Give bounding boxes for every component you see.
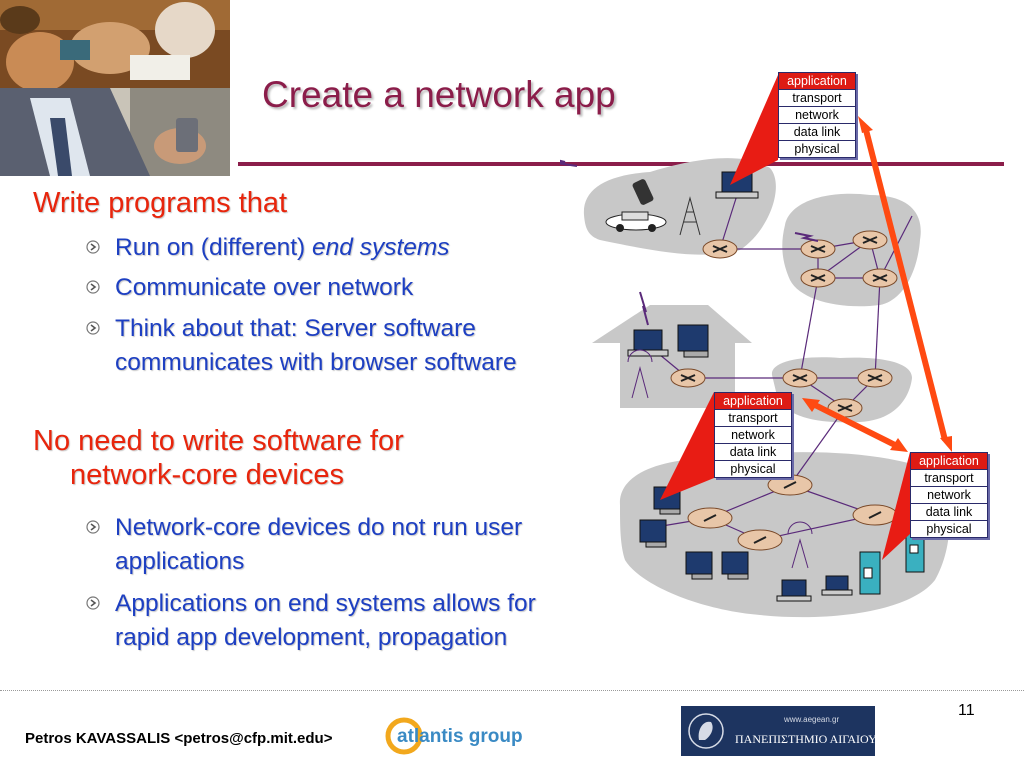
title-underline bbox=[238, 162, 1004, 166]
stack-callout-top bbox=[730, 75, 778, 185]
photo-businessman bbox=[0, 88, 230, 176]
layer-physical: physical bbox=[911, 520, 987, 537]
layer-application: application bbox=[715, 393, 791, 409]
institution-wireless-icon bbox=[787, 521, 813, 569]
page-number: 11 bbox=[958, 702, 975, 719]
wireless-ap-icon bbox=[627, 349, 653, 399]
home-desktop-icon bbox=[677, 324, 709, 358]
cell-phone-icon bbox=[632, 179, 654, 205]
router-icons bbox=[670, 230, 898, 551]
university-url: www.aegean.gr bbox=[784, 715, 840, 724]
sub-bullet-communicate-text: Communicate over network bbox=[115, 274, 414, 301]
arrow-bullet-icon bbox=[86, 321, 100, 335]
stack-callout-middle bbox=[660, 392, 714, 500]
layer-network: network bbox=[715, 426, 791, 443]
layer-application: application bbox=[911, 453, 987, 469]
end-systems-emphasis: end systems bbox=[312, 234, 450, 261]
author-credit: Petros KAVASSALIS <petros@cfp.mit.edu> bbox=[25, 730, 333, 747]
atlantis-group-logo: atlantis group bbox=[397, 726, 523, 747]
layer-data-link: data link bbox=[911, 503, 987, 520]
sub-bullet-rapid-dev: Applications on end systems allows for r… bbox=[86, 587, 546, 655]
home-network-house bbox=[592, 305, 752, 408]
sub-bullet-end-systems: Run on (different) end systems bbox=[86, 231, 546, 265]
layer-network: network bbox=[911, 486, 987, 503]
slide-title: Create a network app bbox=[262, 74, 616, 115]
arrow-bullet-icon bbox=[86, 520, 100, 534]
sub-bullet-server-software: Think about that: Server software commun… bbox=[86, 312, 546, 380]
layer-data-link: data link bbox=[779, 123, 855, 140]
arrowhead-mid-left bbox=[802, 398, 820, 412]
layer-application: application bbox=[779, 73, 855, 89]
arrowhead-mid-right bbox=[890, 438, 908, 452]
footer-divider bbox=[0, 690, 1024, 691]
university-name: ΠΑΝΕΠΙΣΤΗΜΙΟ ΑΙΓΑΙΟΥ bbox=[735, 732, 877, 746]
arrow-bullet-icon bbox=[86, 280, 100, 294]
arrowhead-top bbox=[858, 116, 873, 133]
cell-tower-icon bbox=[679, 196, 701, 236]
protocol-stack-middle: application transport network data link … bbox=[714, 392, 792, 478]
sub-bullet-communicate: Communicate over network bbox=[86, 271, 546, 305]
arrowhead-bottom-right bbox=[940, 436, 952, 452]
layer-network: network bbox=[779, 106, 855, 123]
lightning-icon bbox=[560, 159, 819, 326]
sub-bullet-end-systems-text: Run on (different) bbox=[115, 234, 313, 261]
layer-data-link: data link bbox=[715, 443, 791, 460]
university-logo bbox=[681, 706, 875, 756]
photo-meeting bbox=[0, 0, 230, 88]
layer-physical: physical bbox=[779, 140, 855, 157]
atlantis-logo-icon bbox=[385, 717, 423, 755]
protocol-stack-right: application transport network data link … bbox=[910, 452, 988, 538]
bullet-no-need-core-line1: No need to write software for bbox=[33, 425, 404, 457]
sub-bullet-server-software-text: Think about that: Server software commun… bbox=[115, 315, 517, 376]
bullet-no-need-core-line2: network-core devices bbox=[70, 459, 344, 491]
institution-laptop-icons bbox=[776, 575, 853, 602]
sub-bullet-core-devices: Network-core devices do not run user app… bbox=[86, 511, 546, 579]
sub-bullet-rapid-dev-text: Applications on end systems allows for r… bbox=[115, 590, 536, 651]
server-rack-icon bbox=[859, 529, 925, 595]
layer-transport: transport bbox=[779, 89, 855, 106]
stack-callout-right bbox=[882, 452, 910, 560]
layer-transport: transport bbox=[715, 409, 791, 426]
sub-bullet-core-devices-text: Network-core devices do not run user app… bbox=[115, 514, 523, 575]
network-diagram bbox=[560, 75, 952, 618]
layer-physical: physical bbox=[715, 460, 791, 477]
arrow-bullet-icon bbox=[86, 596, 100, 610]
desktop-icons bbox=[639, 486, 749, 580]
layer-transport: transport bbox=[911, 469, 987, 486]
arrow-bullet-icon bbox=[86, 240, 100, 254]
bullet-write-programs: Write programs that bbox=[33, 187, 288, 219]
bullet-no-need-core: No need to write software for network-co… bbox=[33, 424, 404, 492]
double-arrow-icons bbox=[813, 125, 948, 448]
car-icon bbox=[605, 211, 667, 232]
protocol-stack-top: application transport network data link … bbox=[778, 72, 856, 158]
university-emblem-icon bbox=[688, 713, 724, 749]
